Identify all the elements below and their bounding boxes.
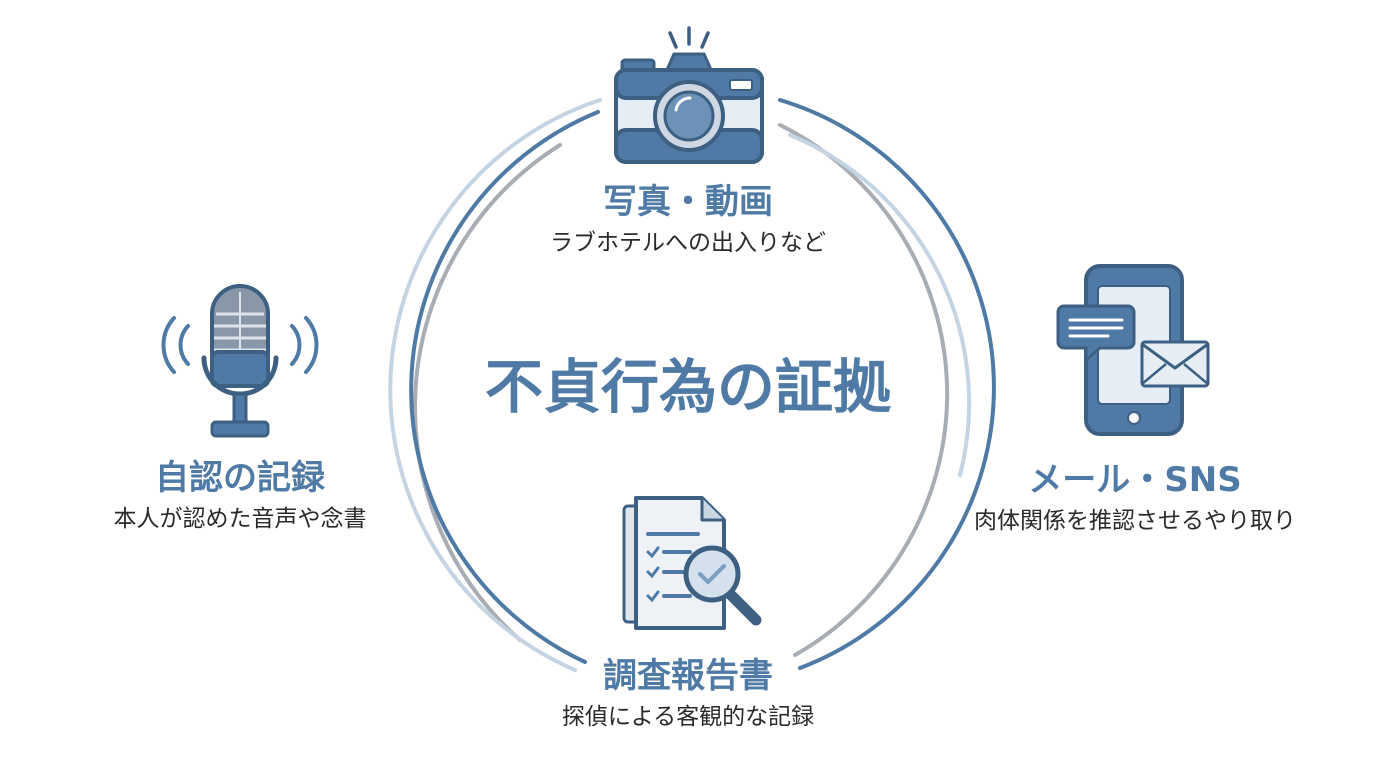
center-title: 不貞行為の証拠	[484, 353, 891, 421]
node-confess-title: 自認の記録	[155, 458, 325, 498]
node-confess-desc: 本人が認めた音声や念書	[113, 506, 367, 532]
ring-outer-gray-top	[413, 143, 562, 642]
node-report-title: 調査報告書	[603, 656, 773, 696]
microphone-icon	[161, 284, 319, 438]
node-report-desc: 探偵による客観的な記録	[561, 704, 815, 730]
ring-blue-left	[409, 110, 600, 664]
camera-icon	[614, 26, 764, 164]
node-sns: メール・SNS 肉体関係を推認させるやり取り	[935, 460, 1335, 536]
node-photo: 写真・動画 ラブホテルへの出入りなど	[488, 182, 888, 258]
node-photo-title: 写真・動画	[603, 182, 773, 222]
node-sns-title: メール・SNS	[1028, 460, 1242, 500]
node-photo-desc: ラブホテルへの出入りなど	[550, 230, 826, 256]
smartphone-message-icon	[1056, 264, 1210, 436]
node-confess: 自認の記録 本人が認めた音声や念書	[40, 458, 440, 534]
ring-outer-light-left	[388, 98, 602, 672]
node-sns-desc: 肉体関係を推認させるやり取り	[974, 508, 1296, 534]
document-magnifier-icon	[622, 496, 762, 630]
ring-light-right	[788, 133, 972, 477]
ring-gray-right	[778, 123, 950, 657]
node-report: 調査報告書 探偵による客観的な記録	[488, 656, 888, 732]
ring-blue-right	[778, 98, 996, 670]
